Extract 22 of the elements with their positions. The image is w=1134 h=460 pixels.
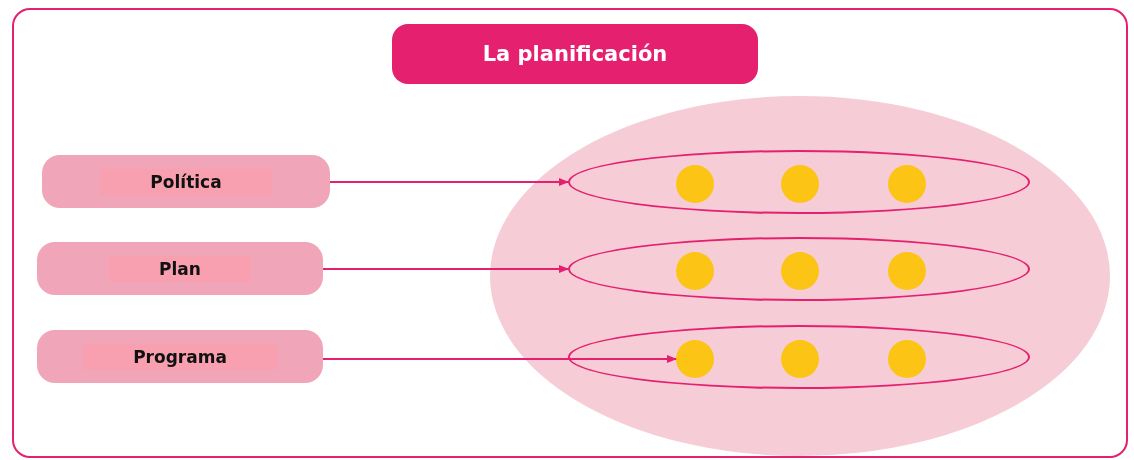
label-box (42, 155, 330, 208)
title-banner: La planificación (392, 24, 758, 84)
dot (781, 340, 819, 378)
dot (676, 252, 714, 290)
dot (888, 165, 926, 203)
ellipse-ring (568, 150, 1030, 214)
dot (781, 252, 819, 290)
arrow (322, 265, 569, 273)
box-label: Programa (83, 343, 277, 370)
label-box (37, 330, 323, 383)
box-label: Plan (109, 255, 251, 282)
box-label: Política (100, 168, 272, 195)
arrow (329, 178, 569, 186)
ellipse-ring (568, 237, 1030, 301)
ellipse-ring (568, 325, 1030, 389)
dot (888, 340, 926, 378)
dot (781, 165, 819, 203)
dot (888, 252, 926, 290)
dot (676, 340, 714, 378)
arrow (322, 355, 677, 363)
dot (676, 165, 714, 203)
label-box (37, 242, 323, 295)
